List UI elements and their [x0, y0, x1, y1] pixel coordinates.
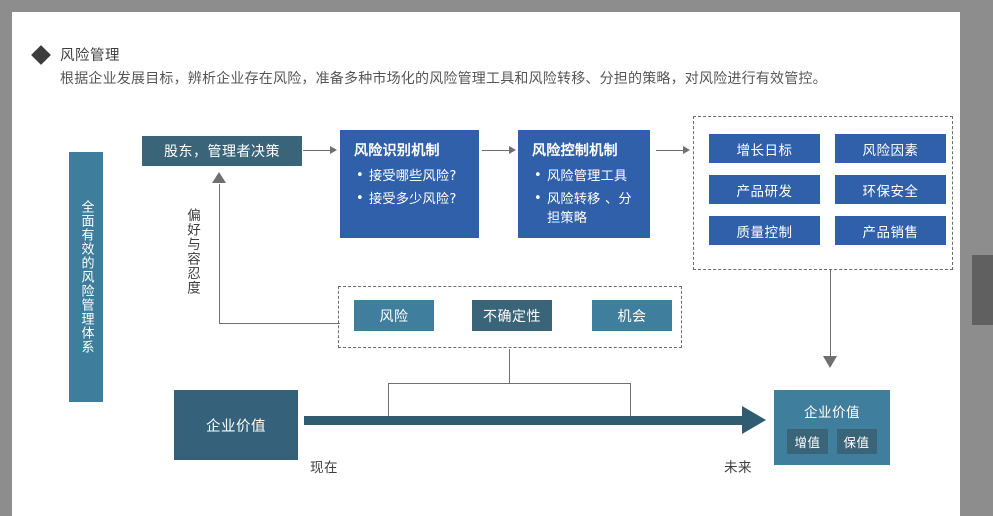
objective-cell[interactable]: 增长日标: [709, 134, 820, 163]
connector-shareholder-to-identify: [303, 150, 332, 152]
vertical-system-bar-label: 全面有效的风险管理体系: [78, 200, 94, 354]
list-item: 接受多少风险?: [356, 189, 457, 209]
arrow-control-to-objectives-icon: [683, 146, 690, 154]
risk-uncertainty-opportunity-container: [338, 286, 682, 348]
slide-canvas: 风险管理 根据企业发展目标，辨析企业存在风险，准备多种市场化的风险管理工具和风险…: [12, 12, 960, 516]
shareholder-decision-box[interactable]: 股东，管理者决策: [142, 136, 302, 166]
arrow-shareholder-to-identify-icon: [330, 146, 337, 154]
timeline-label-future: 未来: [724, 460, 752, 476]
bracket-right-leg: [630, 383, 632, 417]
bracket-top-line: [388, 383, 631, 385]
value-preserve-chip[interactable]: 保值: [836, 429, 877, 454]
risk-identification-box[interactable]: 风险识别机制 接受哪些风险? 接受多少风险?: [340, 130, 479, 238]
enterprise-value-now-box[interactable]: 企业价值: [174, 390, 298, 460]
vertical-scrollbar-track[interactable]: [960, 0, 972, 516]
risk-identification-list: 接受哪些风险? 接受多少风险?: [354, 166, 457, 213]
uncertainty-chip[interactable]: 不确定性: [472, 300, 552, 331]
page-subtitle: 根据企业发展目标，辨析企业存在风险，准备多种市场化的风险管理工具和风险转移、分担…: [60, 71, 827, 87]
connector-control-to-objectives: [656, 150, 685, 152]
enterprise-value-future-title: 企业价值: [804, 405, 860, 421]
objective-cell[interactable]: 环保安全: [835, 175, 946, 204]
future-value-chip-row: 增值 保值: [787, 429, 877, 454]
risk-chip[interactable]: 风险: [354, 300, 434, 331]
preference-tolerance-label: 偏好与容忍度: [184, 208, 200, 295]
connector-identify-to-control: [482, 150, 511, 152]
feedback-loop-vertical-line: [219, 184, 221, 324]
risk-control-box[interactable]: 风险控制机制 风险管理工具 风险转移 、分担策略: [518, 130, 650, 238]
page-title: 风险管理: [60, 48, 120, 64]
objective-cell[interactable]: 产品研发: [709, 175, 820, 204]
vertical-system-bar: 全面有效的风险管理体系: [69, 152, 103, 402]
feedback-loop-horizontal-line: [219, 323, 340, 325]
list-item: 风险管理工具: [534, 166, 638, 186]
list-item: 风险转移 、分担策略: [534, 189, 638, 228]
bracket-left-leg: [388, 383, 390, 417]
timeline-arrow-head-icon: [742, 406, 766, 434]
vertical-scrollbar-thumb[interactable]: [972, 255, 993, 325]
objective-cell[interactable]: 质量控制: [709, 216, 820, 245]
timeline-arrow-bar: [304, 416, 744, 425]
bracket-stem-line: [509, 349, 511, 384]
risk-control-list: 风险管理工具 风险转移 、分担策略: [532, 166, 638, 232]
objective-cell[interactable]: 产品销售: [835, 216, 946, 245]
opportunity-chip[interactable]: 机会: [592, 300, 672, 331]
enterprise-value-future-box[interactable]: 企业价值 增值 保值: [774, 390, 890, 465]
value-increase-chip[interactable]: 增值: [787, 429, 828, 454]
arrow-objectives-down-icon: [823, 356, 837, 368]
timeline-label-now: 现在: [310, 460, 338, 476]
arrow-feedback-up-icon: [212, 172, 226, 183]
diamond-bullet-icon: [31, 45, 51, 65]
connector-objectives-to-future-value: [830, 270, 832, 358]
objectives-dashed-container: [693, 116, 953, 270]
arrow-identify-to-control-icon: [509, 146, 516, 154]
objective-cell[interactable]: 风险因素: [835, 134, 946, 163]
list-item: 接受哪些风险?: [356, 166, 457, 186]
risk-identification-title: 风险识别机制: [354, 143, 440, 159]
risk-control-title: 风险控制机制: [532, 143, 618, 159]
